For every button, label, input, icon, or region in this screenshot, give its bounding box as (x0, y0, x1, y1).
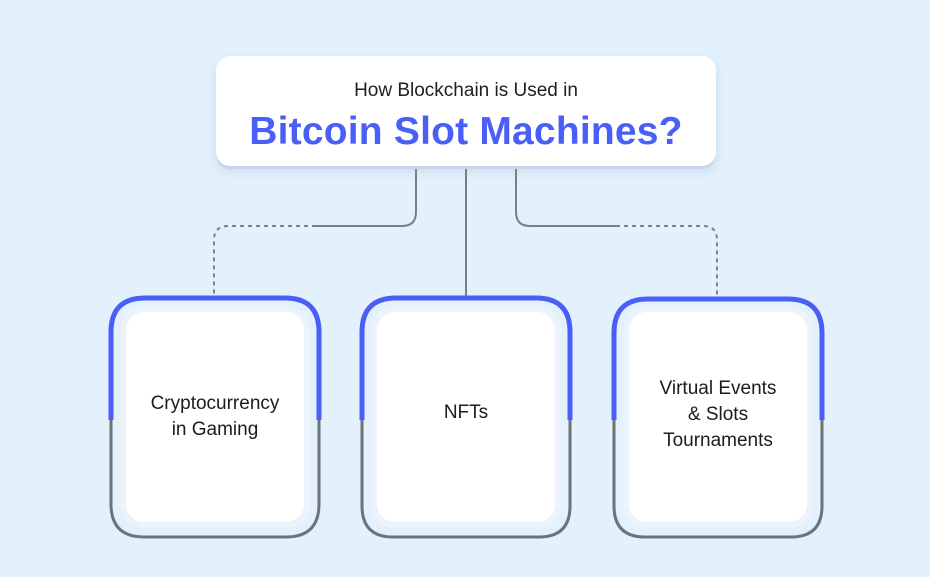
card-frame-center-bottom (360, 420, 572, 539)
card-frame-left-top (108, 295, 322, 420)
title-subtitle: How Blockchain is Used in (354, 80, 578, 101)
connector-right-dashed (616, 225, 718, 296)
card-nfts: NFTs (377, 312, 555, 522)
card-frame-right-bottom (612, 420, 824, 539)
card-cryptocurrency: Cryptocurrency in Gaming (126, 312, 304, 522)
connector-right-solid (515, 168, 616, 227)
title-main: Bitcoin Slot Machines? (249, 110, 683, 153)
card-virtual-events: Virtual Events & Slots Tournaments (629, 312, 807, 522)
connector-left-solid (316, 168, 417, 227)
card-frame-center-top (359, 295, 573, 420)
connector-left-dashed (213, 225, 316, 296)
card-frame-left-bottom (109, 420, 321, 539)
title-box: How Blockchain is Used in Bitcoin Slot M… (216, 56, 716, 166)
card-label-virtual-events: Virtual Events & Slots Tournaments (659, 378, 777, 451)
card-frame-right-top (611, 296, 825, 420)
card-label-nfts: NFTs (443, 402, 489, 423)
card-label-cryptocurrency: Cryptocurrency in Gaming (150, 393, 280, 440)
